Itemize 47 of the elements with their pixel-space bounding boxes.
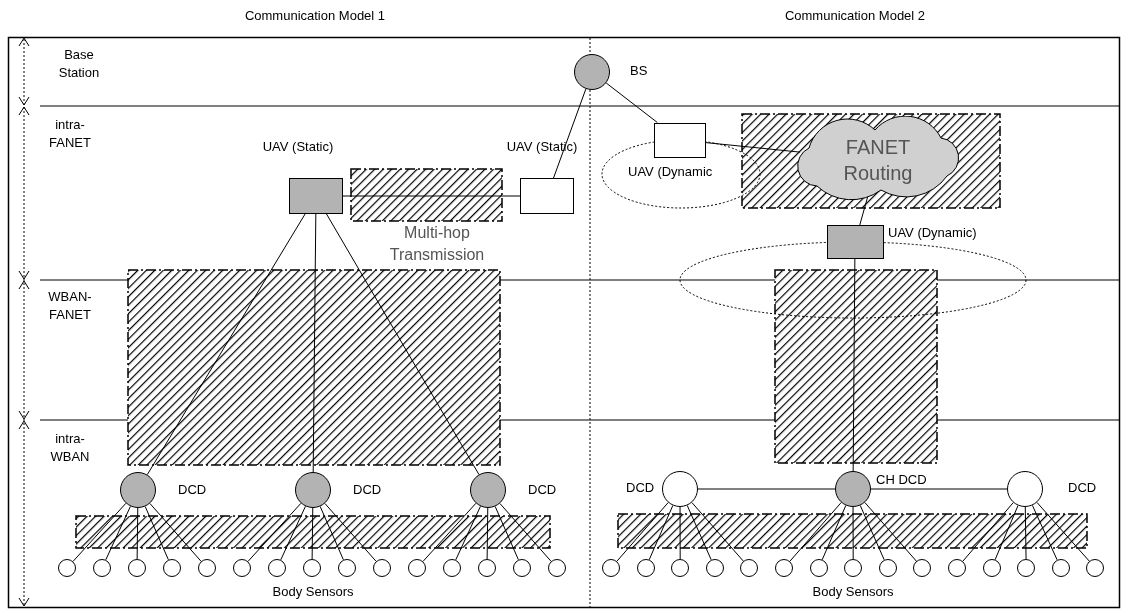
layer-label: WBAN- FANET	[47, 288, 93, 324]
node-caption: DCD	[626, 480, 655, 496]
layer-label: intra- FANET	[48, 116, 92, 152]
group-caption: Body Sensors	[811, 583, 895, 601]
connector-line	[144, 506, 169, 561]
node-caption: DCD	[353, 482, 382, 498]
node-caption: DCD	[1068, 480, 1097, 496]
connector-line	[136, 507, 139, 560]
cloud-label: FANET Routing	[842, 135, 914, 186]
connector-line	[1024, 506, 1027, 560]
connector-line	[605, 82, 658, 123]
connector-line	[994, 505, 1019, 561]
connector-line	[319, 506, 344, 561]
node-caption: UAV (Static)	[506, 139, 578, 155]
node-caption: DCD	[178, 482, 207, 498]
layer-label: intra- WBAN	[49, 430, 91, 466]
connector-line	[697, 488, 836, 490]
connector-line	[821, 505, 847, 561]
connector-line	[486, 507, 489, 560]
uav-box	[826, 225, 884, 259]
node-caption: UAV (Dynamic)	[888, 225, 977, 241]
connector-line	[499, 503, 552, 562]
node-caption: CH DCD	[876, 472, 927, 488]
node-caption: UAV (Dynamic	[628, 164, 713, 180]
node-caption: UAV (Static)	[262, 139, 334, 155]
area-caption: Multi-hop Transmission	[388, 223, 486, 265]
connector-line	[859, 196, 869, 226]
uav-box	[654, 122, 706, 158]
connector-line	[149, 503, 202, 562]
connector-line	[553, 88, 587, 179]
connector-line	[852, 258, 856, 472]
node-caption: DCD	[528, 482, 557, 498]
connector-line	[342, 195, 521, 197]
connector-line	[789, 502, 842, 562]
node-caption: BS	[630, 63, 648, 79]
layer-label: Base Station	[57, 46, 101, 82]
column-title: Communication Model 1	[243, 7, 387, 25]
connector-line	[312, 213, 317, 473]
uav-box	[520, 178, 574, 214]
connector-line	[494, 506, 519, 561]
connector-line	[870, 488, 1008, 490]
column-title: Communication Model 2	[783, 7, 927, 25]
connector-line	[705, 142, 801, 153]
connector-line	[324, 503, 377, 562]
uav-box	[289, 178, 343, 214]
connector-line	[648, 505, 674, 561]
group-caption: Body Sensors	[271, 583, 355, 601]
